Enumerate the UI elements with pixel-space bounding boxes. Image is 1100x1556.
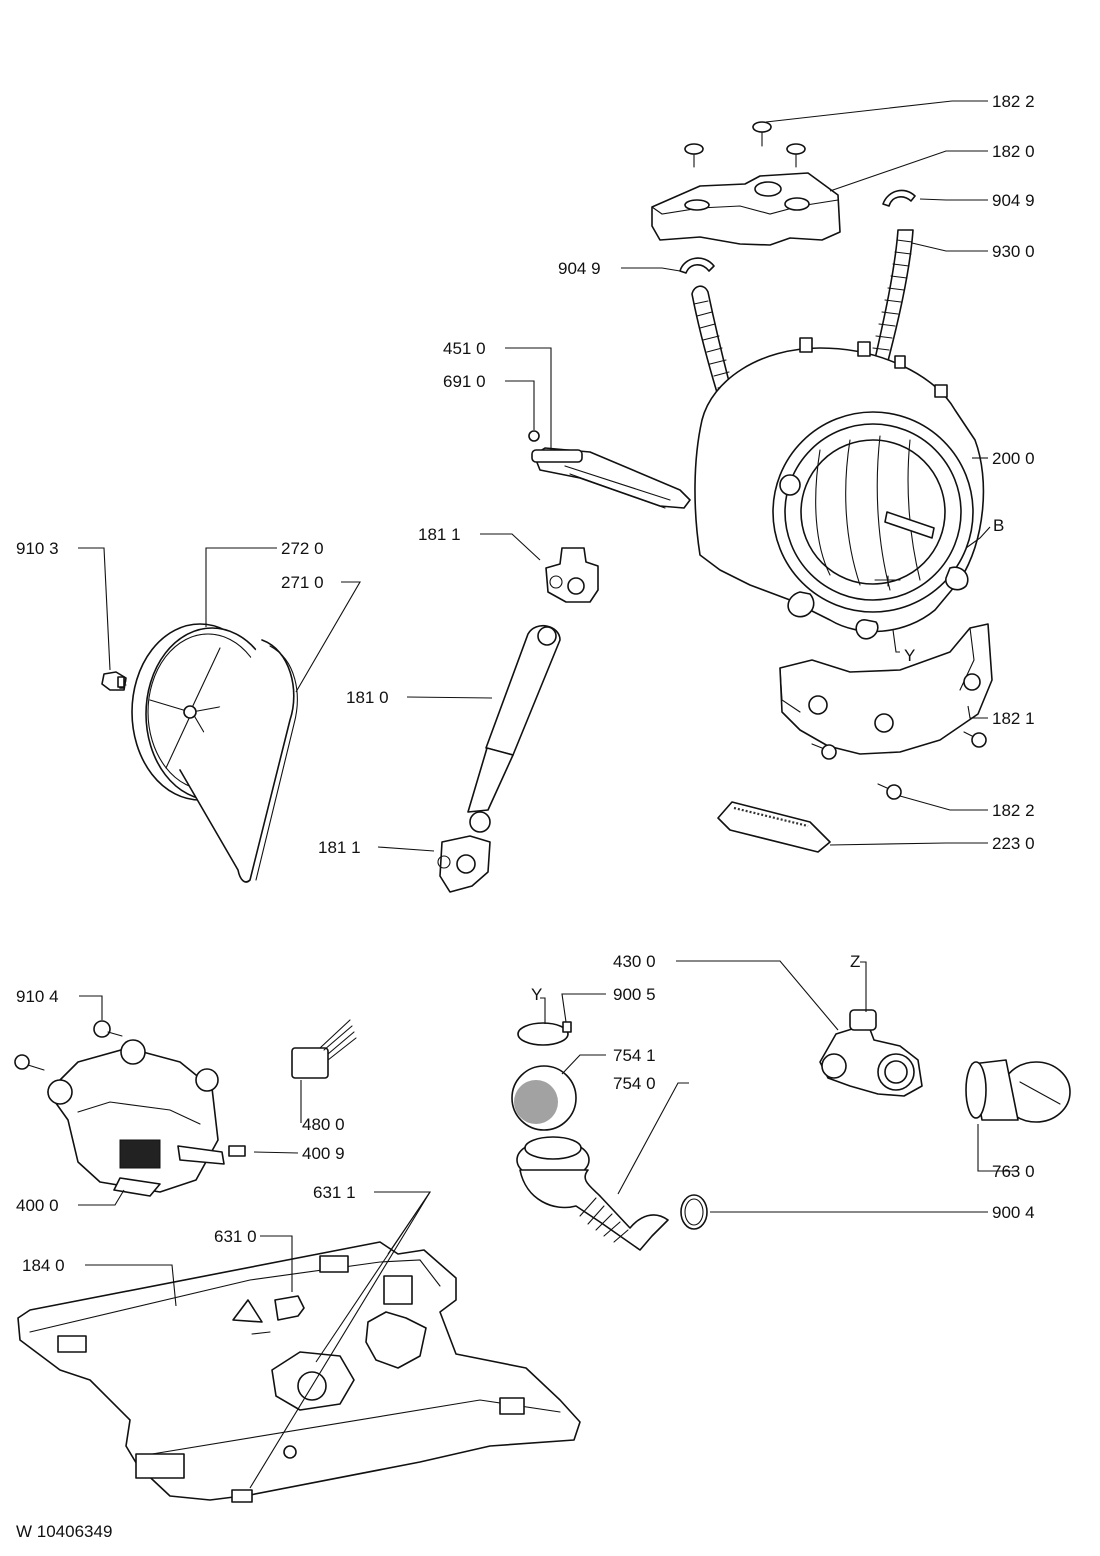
callout-691-0: 691 0 — [443, 372, 486, 391]
motor-cable-connector — [291, 1019, 357, 1079]
callout-labels: 182 2 182 0 904 9 930 0 904 9 451 0 691 … — [16, 92, 1035, 1541]
callout-184-0: 184 0 — [22, 1256, 65, 1275]
callout-Y-tub: Y — [904, 646, 915, 665]
callout-Y-clamp: Y — [531, 985, 542, 1004]
callout-182-1: 182 1 — [992, 709, 1035, 728]
screw-top-right — [786, 143, 806, 168]
callout-910-3: 910 3 — [16, 539, 59, 558]
drive-belt — [179, 639, 298, 883]
ball-valve-754-1 — [511, 1065, 577, 1131]
level-bar — [717, 801, 831, 853]
callout-B: B — [993, 516, 1004, 535]
drain-pump-430-0 — [819, 1009, 923, 1097]
shock-absorber — [467, 624, 561, 833]
callout-430-0: 430 0 — [613, 952, 656, 971]
callout-900-4: 900 4 — [992, 1203, 1035, 1222]
callout-181-1-top: 181 1 — [418, 525, 461, 544]
screw-top-left — [684, 143, 704, 168]
screw-182-2-low — [877, 783, 902, 800]
base-184-0 — [17, 1241, 581, 1503]
heater-element — [531, 447, 691, 509]
document-id: W 10406349 — [16, 1522, 112, 1541]
screw-182-2-mid — [811, 743, 837, 760]
callout-900-5: 900 5 — [613, 985, 656, 1004]
bellows-hose-right — [869, 229, 914, 377]
pulley-bolt — [101, 671, 127, 691]
callout-930-0: 930 0 — [992, 242, 1035, 261]
callout-904-9-left: 904 9 — [558, 259, 601, 278]
float-switch-631-0 — [232, 1295, 305, 1335]
shock-bracket-bottom — [437, 835, 491, 893]
callout-400-0: 400 0 — [16, 1196, 59, 1215]
callout-182-2-top: 182 2 — [992, 92, 1035, 111]
callout-223-0: 223 0 — [992, 834, 1035, 853]
callout-631-1: 631 1 — [313, 1183, 356, 1202]
motor — [47, 1039, 225, 1197]
heater-nut — [528, 430, 540, 442]
callout-910-4: 910 4 — [16, 987, 59, 1006]
hose-clip-right — [882, 189, 916, 207]
callout-631-0: 631 0 — [214, 1227, 257, 1246]
counterweight-top — [651, 172, 841, 246]
hose-clamp-900-5 — [517, 1021, 572, 1046]
tub-assembly — [694, 337, 985, 640]
callout-182-2-bottom: 182 2 — [992, 801, 1035, 820]
motor-screw-left — [14, 1054, 45, 1071]
callout-754-0: 754 0 — [613, 1074, 656, 1093]
screw-top-center — [752, 121, 772, 147]
motor-screw-910-4 — [93, 1020, 123, 1038]
callout-271-0: 271 0 — [281, 573, 324, 592]
callout-272-0: 272 0 — [281, 539, 324, 558]
screw-182-2-right — [963, 731, 987, 748]
callout-754-1: 754 1 — [613, 1046, 656, 1065]
callout-451-0: 451 0 — [443, 339, 486, 358]
callout-904-9-right: 904 9 — [992, 191, 1035, 210]
callout-182-0: 182 0 — [992, 142, 1035, 161]
leader-lines — [78, 100, 1018, 1489]
callout-200-0: 200 0 — [992, 449, 1035, 468]
shock-bracket-top — [545, 547, 599, 603]
callout-763-0: 763 0 — [992, 1162, 1035, 1181]
hose-clip-left — [679, 257, 715, 274]
callout-181-0: 181 0 — [346, 688, 389, 707]
hose-clamp-900-4 — [680, 1194, 708, 1230]
pump-filter-763-0 — [965, 1059, 1071, 1123]
sump-hose-754-0 — [516, 1136, 669, 1251]
counterweight-bottom — [779, 623, 993, 755]
motor-part-400-9 — [228, 1145, 246, 1157]
callout-Z: Z — [850, 952, 860, 971]
callout-480-0: 480 0 — [302, 1115, 345, 1134]
callout-400-9: 400 9 — [302, 1144, 345, 1163]
callout-181-1-bottom: 181 1 — [318, 838, 361, 857]
